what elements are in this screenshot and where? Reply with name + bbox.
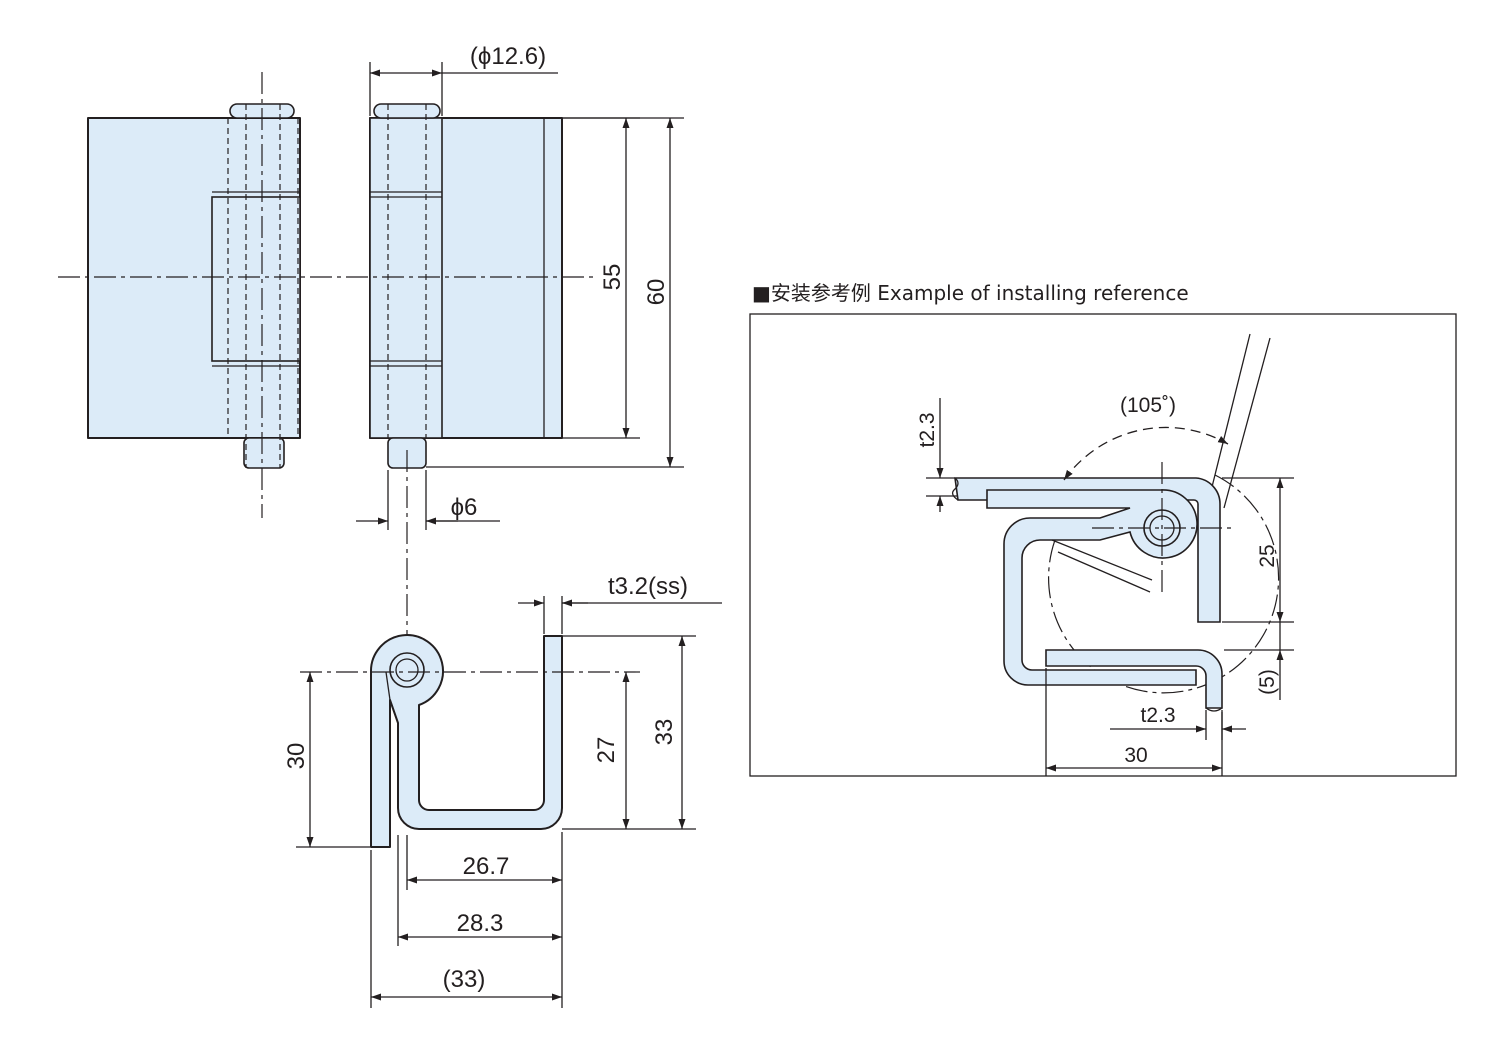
front-view-left	[87, 72, 301, 518]
top-thickness-label: t2.3	[916, 412, 939, 447]
dim-shaft-diameter: ϕ6	[356, 470, 500, 530]
side-33-width-label: (33)	[443, 966, 486, 993]
dim-pin-diameter: (ϕ12.6)	[369, 43, 558, 116]
side-30-label: 30	[283, 743, 310, 770]
dim-height-inner: 55	[562, 117, 640, 439]
dim-side-30: 30	[283, 672, 370, 848]
side-view	[300, 634, 640, 848]
angle-arc	[1063, 426, 1229, 481]
front-view-right	[369, 103, 563, 640]
offset-5-label: (5)	[1256, 669, 1279, 695]
bottom-thickness-label: t2.3	[1140, 704, 1175, 727]
pin-diameter-label: (ϕ12.6)	[470, 43, 546, 70]
dim-height-outer: 60	[426, 117, 684, 468]
reference-title: ■安装参考例 Example of installing reference	[752, 281, 1189, 305]
side-thickness-label: t3.2(ss)	[608, 573, 688, 600]
side-28-3-label: 28.3	[457, 910, 504, 937]
angle-label: (105˚)	[1120, 394, 1176, 417]
installing-reference: ■安装参考例 Example of installing reference (…	[749, 281, 1457, 777]
reference-bottom-frame	[1045, 649, 1223, 709]
side-27-label: 27	[593, 737, 620, 764]
hinge-profile	[369, 634, 563, 848]
knuckle-right	[369, 117, 443, 439]
shaft-diameter-label: ϕ6	[451, 494, 478, 521]
knuckle-window-left	[211, 196, 301, 362]
width-30-label: 30	[1124, 744, 1147, 767]
dim-side-thickness: t3.2(ss)	[518, 573, 722, 634]
dim-side-widths: 26.7 28.3 (33)	[370, 832, 563, 1008]
side-26-7-label: 26.7	[463, 853, 510, 880]
height-25-label: 25	[1256, 544, 1279, 567]
pin-head-right	[373, 103, 441, 119]
side-33-label: 33	[651, 719, 678, 746]
dim-side-27-33: 27 33	[562, 635, 696, 830]
pin-hole	[389, 652, 425, 688]
reference-frame	[749, 313, 1457, 777]
reference-hinge-leaf	[986, 489, 1198, 686]
height-outer-label: 60	[643, 279, 670, 306]
height-inner-label: 55	[599, 264, 626, 291]
pin-tip-left	[243, 437, 285, 469]
